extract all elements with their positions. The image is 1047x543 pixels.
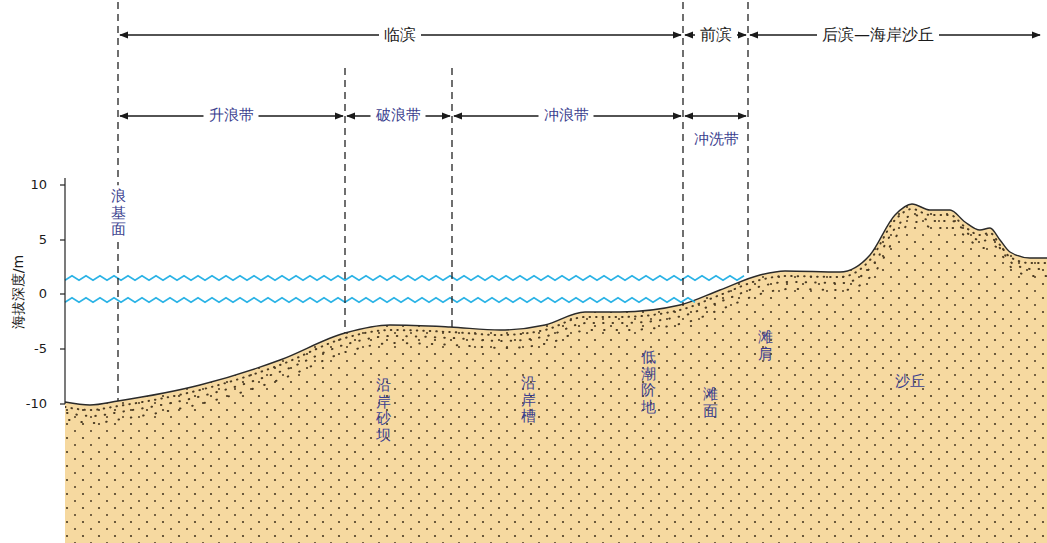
water-level-line (65, 276, 744, 280)
zone-name: 前滨 (695, 26, 737, 44)
water-levels (65, 276, 744, 302)
axis-title: 海拔深度/m (10, 255, 26, 329)
feature-label: 滩肩 (758, 329, 773, 362)
surface-grains (67, 215, 1047, 416)
zone-boundaries (118, 2, 748, 401)
axis-tick-label: 10 (30, 178, 47, 193)
subzone-name: 冲洗带 (689, 131, 744, 148)
zone-name: 后滨—海岸沙丘 (817, 26, 939, 44)
axis-tick-label: -10 (26, 397, 47, 412)
sand-texture (65, 204, 1047, 543)
feature-label: 滩面 (703, 386, 718, 419)
range-arrows (120, 35, 1040, 116)
y-axis (60, 178, 65, 404)
feature-label: 沿岸砂坝 (376, 377, 391, 443)
zone-name: 临滨 (379, 26, 421, 44)
subzone-name: 冲浪带 (539, 107, 594, 124)
feature-label: 沿岸槽 (521, 375, 536, 425)
axis-tick-label: 0 (39, 287, 47, 302)
surface-grains (69, 222, 1047, 423)
water-level-line (65, 298, 695, 302)
sand-surface (65, 204, 1047, 405)
axis-tick-label: 5 (39, 233, 47, 248)
wave-base-label: 浪基面 (110, 185, 127, 241)
feature-label: 沙丘 (895, 373, 925, 390)
subzone-name: 破浪带 (371, 107, 426, 124)
sand-body (65, 204, 1047, 543)
subzone-name: 升浪带 (204, 107, 259, 124)
feature-label: 低潮阶地 (641, 349, 656, 415)
surface-grains (65, 209, 1047, 410)
sand-fill (65, 204, 1047, 543)
axis-tick-label: -5 (34, 342, 47, 357)
